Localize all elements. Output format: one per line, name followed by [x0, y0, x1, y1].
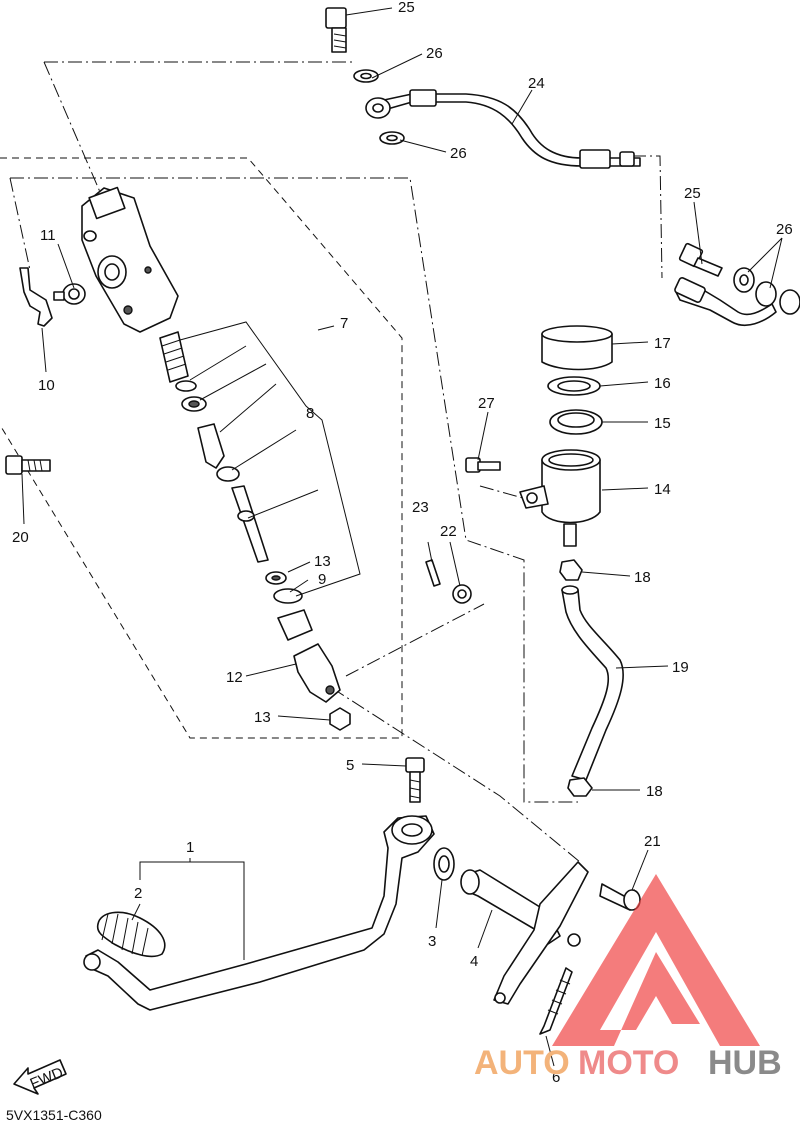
cotter-pin — [425, 559, 441, 587]
diaphragm-plate — [547, 376, 601, 396]
leader-lines — [21, 7, 783, 1067]
callout-19: 19 — [672, 659, 689, 676]
pedal-shaft — [460, 861, 589, 1005]
callout-12: 12 — [226, 669, 243, 686]
callout-7: 7 — [340, 315, 348, 332]
hose-clamps — [559, 559, 593, 797]
mounting-bolt — [5, 455, 51, 475]
callout-14: 14 — [654, 481, 671, 498]
callout-16: 16 — [654, 375, 671, 392]
fitting — [53, 283, 86, 305]
callout-15: 15 — [654, 415, 671, 432]
nut — [329, 707, 351, 731]
pedal-bolt — [405, 757, 425, 803]
callout-22: 22 — [440, 523, 457, 540]
callout-11: 11 — [40, 227, 56, 244]
callout-26-upper: 26 — [426, 45, 443, 62]
plain-washer — [452, 584, 472, 604]
callout-26-lower: 26 — [776, 221, 793, 238]
callout-8: 8 — [306, 405, 314, 422]
callout-25-upper: 25 — [398, 0, 415, 16]
reservoir-tank — [519, 449, 601, 547]
watermark-text: AUTO MOTO HUB — [474, 1044, 782, 1082]
union-bolt-upper — [325, 7, 347, 53]
clevis-pin — [599, 883, 641, 911]
watermark-triangle-icon — [552, 874, 760, 1046]
return-spring — [539, 967, 573, 1035]
assembly-frame — [0, 157, 403, 739]
fwd-arrow: FWD — [13, 1059, 67, 1095]
drawing-code: 5VX1351-C360 — [6, 1107, 102, 1123]
callout-17: 17 — [654, 335, 671, 352]
callout-18-lower: 18 — [646, 783, 663, 800]
callout-23: 23 — [412, 499, 429, 516]
callout-6: 6 — [552, 1069, 560, 1086]
pedal-washer — [433, 847, 455, 881]
watermark-moto: MOTO — [578, 1044, 679, 1082]
callout-18-upper: 18 — [634, 569, 651, 586]
watermark-hub: HUB — [708, 1044, 782, 1082]
callout-10: 10 — [38, 377, 55, 394]
brake-hose — [383, 89, 777, 327]
watermark-auto: AUTO — [474, 1044, 570, 1082]
callout-13-upper: 13 — [314, 553, 331, 570]
clevis — [293, 643, 341, 703]
callout-13-lower: 13 — [254, 709, 271, 726]
watermark-logo — [552, 874, 760, 1046]
fwd-label: FWD — [28, 1064, 66, 1093]
cylinder-kit — [159, 331, 313, 641]
union-bolt-lower — [678, 242, 723, 277]
reservoir-cap — [541, 325, 613, 371]
copper-washers — [353, 69, 800, 315]
callout-27: 27 — [478, 395, 495, 412]
callout-3: 3 — [428, 933, 436, 950]
footrest-rubber — [96, 911, 166, 958]
clip — [19, 267, 53, 327]
callout-1: 1 — [186, 839, 194, 856]
reference-lines — [9, 61, 663, 863]
callout-4: 4 — [470, 953, 478, 970]
callout-20: 20 — [12, 529, 29, 546]
callout-24: 24 — [528, 75, 545, 92]
reservoir-hose — [561, 585, 624, 781]
reservoir-screw — [465, 457, 501, 473]
callout-26-middle: 26 — [450, 145, 467, 162]
callouts: 25 26 26 24 25 26 17 16 15 14 27 18 19 1… — [12, 0, 793, 1086]
master-cylinder-body — [81, 186, 179, 333]
callout-2: 2 — [134, 885, 142, 902]
callout-9: 9 — [318, 571, 326, 588]
callout-25-lower: 25 — [684, 185, 701, 202]
callout-5: 5 — [346, 757, 354, 774]
diaphragm — [549, 409, 603, 435]
brake-pedal — [83, 815, 435, 1011]
callout-21: 21 — [644, 833, 661, 850]
